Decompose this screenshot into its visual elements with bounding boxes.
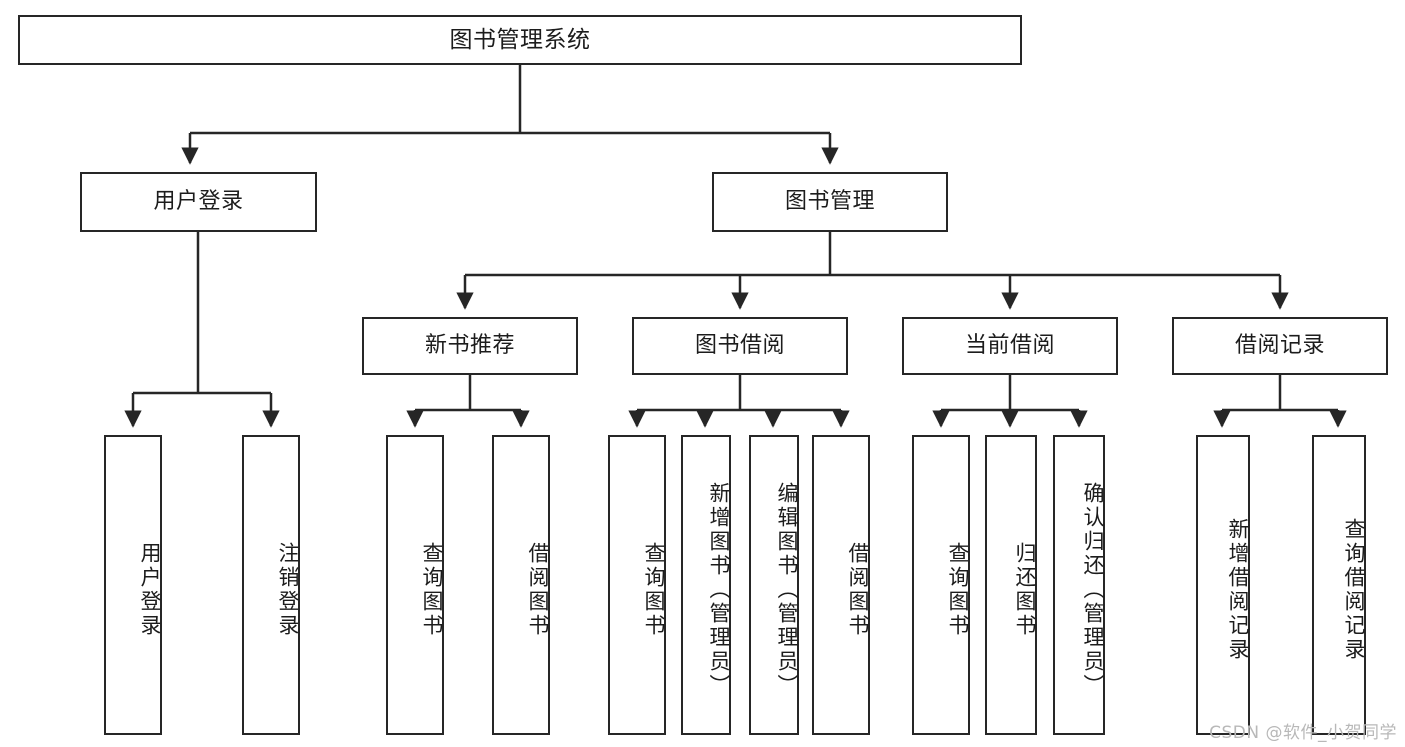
node-leaf-return-book-label: 归还图书: [1013, 542, 1037, 638]
node-leaf-edit-book-label: 编辑图书（管理员）: [775, 482, 799, 698]
node-leaf-borrow-book-2[interactable]: 借阅图书: [812, 435, 870, 735]
node-leaf-query-book-2-label: 查询图书: [642, 542, 666, 638]
node-book-borrow[interactable]: 图书借阅: [632, 317, 848, 375]
node-leaf-borrow-book-2-label: 借阅图书: [846, 542, 870, 638]
node-borrow-record[interactable]: 借阅记录: [1172, 317, 1388, 375]
node-leaf-query-record[interactable]: 查询借阅记录: [1312, 435, 1366, 735]
node-leaf-return-book[interactable]: 归还图书: [985, 435, 1037, 735]
node-root-system[interactable]: 图书管理系统: [18, 15, 1022, 65]
node-book-management[interactable]: 图书管理: [712, 172, 948, 232]
node-leaf-query-book-1-label: 查询图书: [420, 542, 444, 638]
node-leaf-add-record-label: 新增借阅记录: [1226, 518, 1250, 662]
node-user-login[interactable]: 用户登录: [80, 172, 317, 232]
node-leaf-confirm-return-label: 确认归还（管理员）: [1081, 482, 1105, 698]
node-leaf-add-book[interactable]: 新增图书（管理员）: [681, 435, 731, 735]
node-leaf-add-book-label: 新增图书（管理员）: [707, 482, 731, 698]
node-new-book-recommend[interactable]: 新书推荐: [362, 317, 578, 375]
csdn-watermark: CSDN @软件_小贺同学: [1209, 723, 1397, 743]
node-leaf-edit-book[interactable]: 编辑图书（管理员）: [749, 435, 799, 735]
node-leaf-query-book-2[interactable]: 查询图书: [608, 435, 666, 735]
node-current-borrow[interactable]: 当前借阅: [902, 317, 1118, 375]
node-leaf-user-login[interactable]: 用户登录: [104, 435, 162, 735]
node-leaf-query-book-3[interactable]: 查询图书: [912, 435, 970, 735]
node-leaf-logout[interactable]: 注销登录: [242, 435, 300, 735]
node-leaf-confirm-return[interactable]: 确认归还（管理员）: [1053, 435, 1105, 735]
node-leaf-logout-label: 注销登录: [276, 542, 300, 638]
node-leaf-query-book-1[interactable]: 查询图书: [386, 435, 444, 735]
node-leaf-query-book-3-label: 查询图书: [946, 542, 970, 638]
node-leaf-borrow-book-1[interactable]: 借阅图书: [492, 435, 550, 735]
node-leaf-add-record[interactable]: 新增借阅记录: [1196, 435, 1250, 735]
node-leaf-user-login-label: 用户登录: [138, 542, 162, 638]
node-leaf-query-record-label: 查询借阅记录: [1342, 518, 1366, 662]
node-leaf-borrow-book-1-label: 借阅图书: [526, 542, 550, 638]
